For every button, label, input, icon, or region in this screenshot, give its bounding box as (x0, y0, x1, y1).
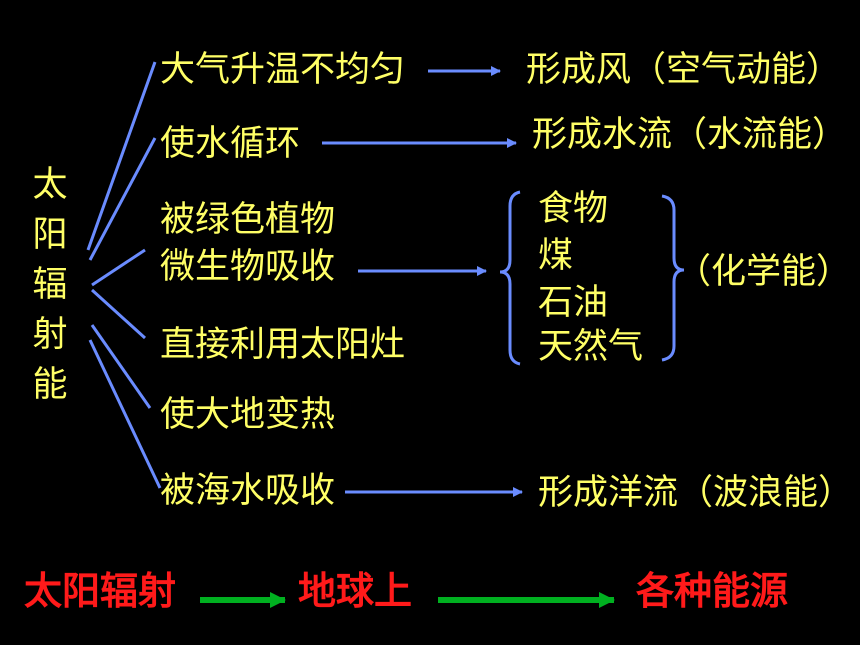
fan-line-3 (91, 248, 146, 287)
chemical-energy-label: （化学能） (676, 252, 852, 292)
chem-item-food: 食物 (538, 189, 609, 229)
branch-atmosphere: 大气升温不均匀 (160, 50, 406, 90)
branch-water-cycle: 使水循环 (160, 124, 301, 164)
chain-solar-radiation: 太阳辐射 (24, 568, 177, 613)
branch-plants-line2: 微生物吸收 (160, 247, 336, 287)
chem-item-gas: 天然气 (538, 327, 644, 367)
branch-plants-line1: 被绿色植物 (160, 200, 336, 240)
chain-energy-sources: 各种能源 (636, 568, 789, 613)
result-ocean-current: 形成洋流（波浪能） (538, 473, 854, 513)
fan-line-5 (90, 324, 152, 409)
branch-solar-cooker: 直接利用太阳灶 (160, 325, 406, 365)
fan-line-2 (88, 137, 157, 261)
chain-earth: 地球上 (298, 568, 413, 613)
result-wind: 形成风（空气动能） (526, 50, 842, 90)
left-brace (499, 190, 521, 366)
fan-line-1 (86, 61, 157, 251)
fan-line-6 (88, 339, 162, 489)
chem-item-coal: 煤 (538, 236, 574, 276)
result-water-flow: 形成水流（水流能） (532, 115, 848, 155)
branch-earth-heat: 使大地变热 (160, 395, 336, 435)
source-label: 太阳 辐 射 能 (32, 165, 68, 405)
right-brace (661, 194, 685, 362)
chem-item-oil: 石油 (538, 283, 609, 323)
branch-ocean: 被海水吸收 (160, 471, 336, 511)
fan-line-4 (90, 288, 147, 340)
